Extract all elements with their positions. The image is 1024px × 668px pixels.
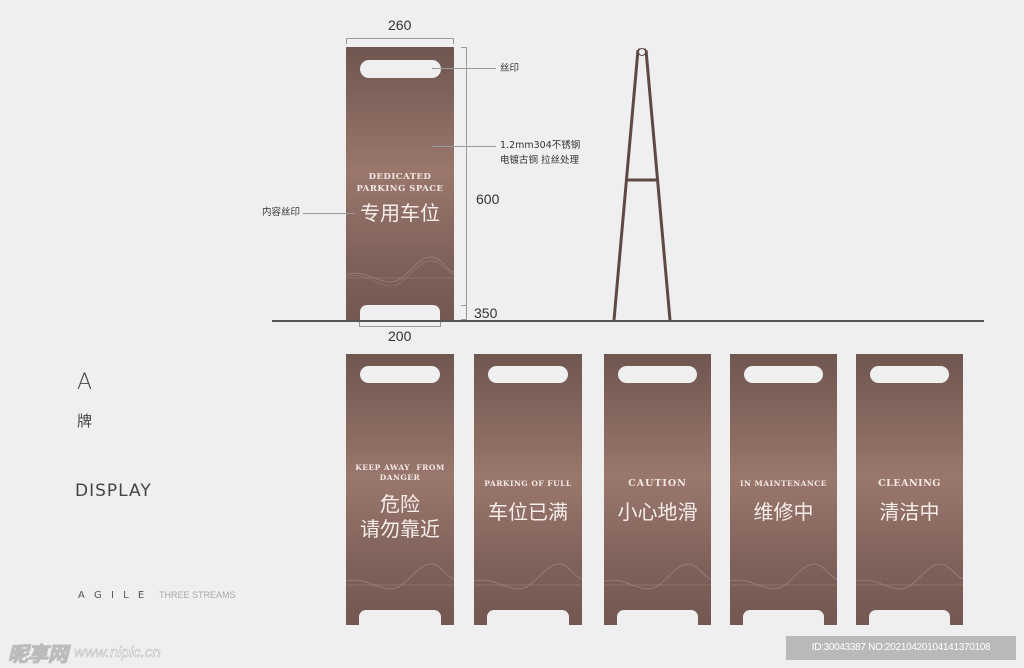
sign-en-line1: CAUTION [628,478,687,489]
sign-cn-line1: 危险 [380,492,420,516]
dim-tick [461,47,467,48]
leader-content [303,213,355,214]
leg-cutout [743,610,824,625]
handle-slot-top [360,366,440,383]
sign-cn-line1: 维修中 [753,500,814,524]
sign-cn-text: 专用车位 [360,201,440,225]
sign-en-line1: CLEANING [878,478,941,489]
leg-cutout [487,610,569,625]
leg-cutout [359,610,441,625]
wave-decoration [474,563,582,590]
wave-decoration [730,563,837,590]
dim-tick [346,38,347,44]
leg-height-dimension-label: 350 [474,305,498,321]
height-dimension-line [466,47,467,319]
dim-tick [461,305,467,306]
handle-slot-top [360,60,441,78]
sign-parking-full: PARKING OF FULL 车位已满 [474,354,582,625]
leg-cutout [360,305,440,320]
sign-keep-away: KEEP AWAY FROM DANGER 危险 请勿靠近 [346,354,454,625]
dim-tick [453,38,454,44]
easel-side-view [612,48,672,321]
subtitle-display: DISPLAY [75,481,152,501]
wave-decoration [604,563,711,590]
height-dimension-label: 600 [476,191,500,207]
title-cn: 牌 [77,412,93,430]
sign-cleaning: CLEANING 清洁中 [856,354,963,625]
ground-line [272,320,984,322]
brand-tagline: THREE STREAMS [159,590,236,600]
sign-en-line1: KEEP AWAY FROM [355,463,445,472]
elevation-sign: DEDICATED PARKING SPACE 专用车位 [346,47,454,320]
leg-cutout [617,610,698,625]
bottom-width-dimension-label: 200 [388,328,412,344]
dim-tick [461,319,467,320]
leader-top-slot [432,68,496,69]
wave-decoration [346,563,454,590]
dim-tick [440,321,441,327]
watermark-id-badge: ID:30043387 NO:20210420104141370108 [786,636,1016,660]
width-dimension-label: 260 [388,17,412,33]
site-url: www.nipic.cn [74,644,161,662]
sign-en-line1: IN MAINTENANCE [740,479,827,488]
sign-en-line1: PARKING OF FULL [484,479,572,488]
site-logo-text: 昵享网 [8,642,69,667]
width-dimension-line [346,38,454,39]
annotation-content: 内容丝印 [262,207,301,218]
brand-agile: A G I L E [78,590,148,601]
sign-cn-line2: 请勿靠近 [360,517,440,541]
title-letter: A [77,370,93,395]
leader-material [432,146,496,147]
sign-en-line1: DEDICATED [368,172,432,182]
handle-slot-top [618,366,697,383]
annotation-material-line1: 1.2mm304不锈钢 [500,140,581,151]
watermark-id-text: ID:30043387 NO:20210420104141370108 [811,642,991,653]
handle-slot-top [744,366,823,383]
handle-slot-top [870,366,949,383]
sign-cn-line1: 车位已满 [488,500,568,524]
watermark-logo: 昵享网 www.nipic.cn [8,638,162,667]
handle-slot-top [488,366,568,383]
bottom-width-dimension-line [359,326,441,327]
dim-tick [359,321,360,327]
sign-caution: CAUTION 小心地滑 [604,354,711,625]
sign-cn-line1: 清洁中 [879,500,940,524]
leg-cutout [869,610,950,625]
annotation-top-slot: 丝印 [500,63,520,74]
wave-decoration [856,563,963,590]
sign-en-line2: DANGER [379,473,421,482]
annotation-material-line2: 电镀古铜 拉丝处理 [500,155,580,166]
sign-en-line2: PARKING SPACE [356,184,444,194]
sign-maintenance: IN MAINTENANCE 维修中 [730,354,837,625]
sign-cn-line1: 小心地滑 [617,500,698,524]
wave-decoration [346,256,454,287]
